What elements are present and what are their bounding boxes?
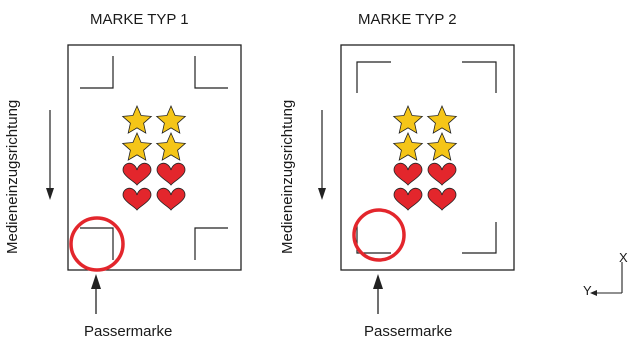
star-icon bbox=[156, 105, 186, 134]
heart-icon bbox=[427, 187, 457, 211]
axis-y-label: Y bbox=[583, 283, 592, 298]
title-marke-typ-2: MARKE TYP 2 bbox=[358, 11, 457, 28]
sheet-type-1 bbox=[67, 44, 242, 271]
heart-icon bbox=[427, 162, 457, 186]
heart-icon bbox=[393, 162, 423, 186]
artwork-1 bbox=[122, 105, 186, 211]
corner-mark-bottom-left-1 bbox=[80, 227, 114, 260]
heart-icon bbox=[156, 162, 186, 186]
registration-mark-highlight-1 bbox=[69, 216, 125, 272]
corner-mark-top-left-1 bbox=[80, 56, 114, 89]
corner-mark-top-right-1 bbox=[194, 56, 228, 89]
star-icon bbox=[427, 105, 457, 134]
star-icon bbox=[122, 105, 152, 134]
sheet-type-2 bbox=[340, 44, 515, 271]
heart-icon bbox=[122, 162, 152, 186]
feed-direction-arrow-2 bbox=[318, 110, 326, 200]
artwork-2 bbox=[393, 105, 457, 211]
corner-mark-top-left-2 bbox=[356, 61, 391, 93]
title-marke-typ-1: MARKE TYP 1 bbox=[90, 11, 189, 28]
feed-direction-arrow-1 bbox=[46, 110, 54, 200]
heart-icon bbox=[156, 187, 186, 211]
star-icon bbox=[393, 105, 423, 134]
registration-mark-highlight-2 bbox=[352, 208, 406, 262]
corner-mark-bottom-left-2 bbox=[356, 222, 391, 254]
heart-icon bbox=[393, 187, 423, 211]
star-icon bbox=[393, 132, 423, 161]
corner-mark-top-right-2 bbox=[462, 61, 497, 93]
pointer-arrow-1 bbox=[91, 274, 101, 314]
registration-mark-label-2: Passermarke bbox=[364, 323, 453, 340]
axis-indicator bbox=[590, 262, 623, 296]
star-icon bbox=[427, 132, 457, 161]
pointer-arrow-2 bbox=[373, 274, 383, 314]
corner-mark-bottom-right-1 bbox=[194, 227, 228, 260]
heart-icon bbox=[122, 187, 152, 211]
star-icon bbox=[122, 132, 152, 161]
registration-mark-label-1: Passermarke bbox=[84, 323, 173, 340]
corner-mark-bottom-right-2 bbox=[462, 222, 497, 254]
star-icon bbox=[156, 132, 186, 161]
axis-x-label: X bbox=[619, 250, 628, 265]
